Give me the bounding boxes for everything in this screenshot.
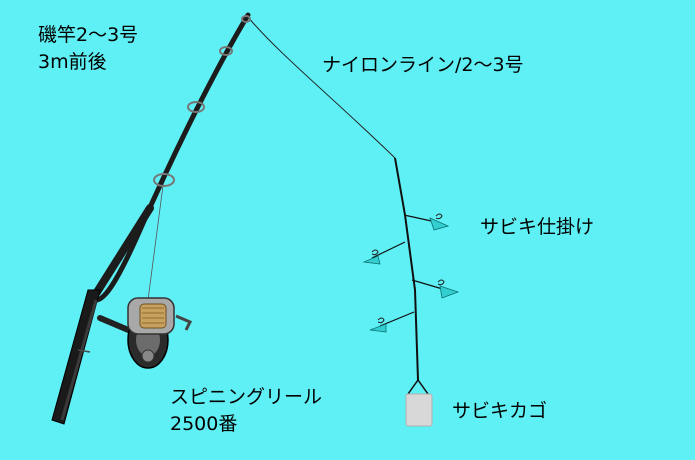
sabiki-rig xyxy=(362,157,460,427)
nylon-line xyxy=(246,15,396,159)
rig-branch xyxy=(362,241,406,265)
rig-label: サビキ仕掛け xyxy=(480,216,595,238)
reel-label: スピニングリール 2500番 xyxy=(170,384,322,438)
rod-guide xyxy=(241,15,251,23)
spinning-reel xyxy=(97,297,193,369)
rig-main-line xyxy=(394,157,419,381)
rod-guide xyxy=(219,46,233,56)
rod-blank xyxy=(88,204,154,304)
rod-label-line1: 磯竿2～3号 xyxy=(38,24,139,46)
rig-branch xyxy=(369,311,415,333)
rod-label-line2: 3m前後 xyxy=(38,51,107,73)
rod-guide-line xyxy=(147,17,247,301)
basket-label: サビキカゴ xyxy=(452,400,548,422)
basket-hanger xyxy=(407,379,429,395)
rod-guide xyxy=(153,173,175,187)
fishing-rod xyxy=(51,12,251,425)
line-label: ナイロンライン/2～3号 xyxy=(322,54,524,76)
rig-branch xyxy=(403,213,450,231)
rig-branch xyxy=(411,279,460,299)
rod-label: 磯竿2～3号 3m前後 xyxy=(38,22,138,76)
sabiki-basket xyxy=(405,393,433,427)
rod-guide xyxy=(187,101,205,113)
reel-label-line1: スピニングリール xyxy=(170,386,323,408)
reel-label-line2: 2500番 xyxy=(170,413,238,435)
